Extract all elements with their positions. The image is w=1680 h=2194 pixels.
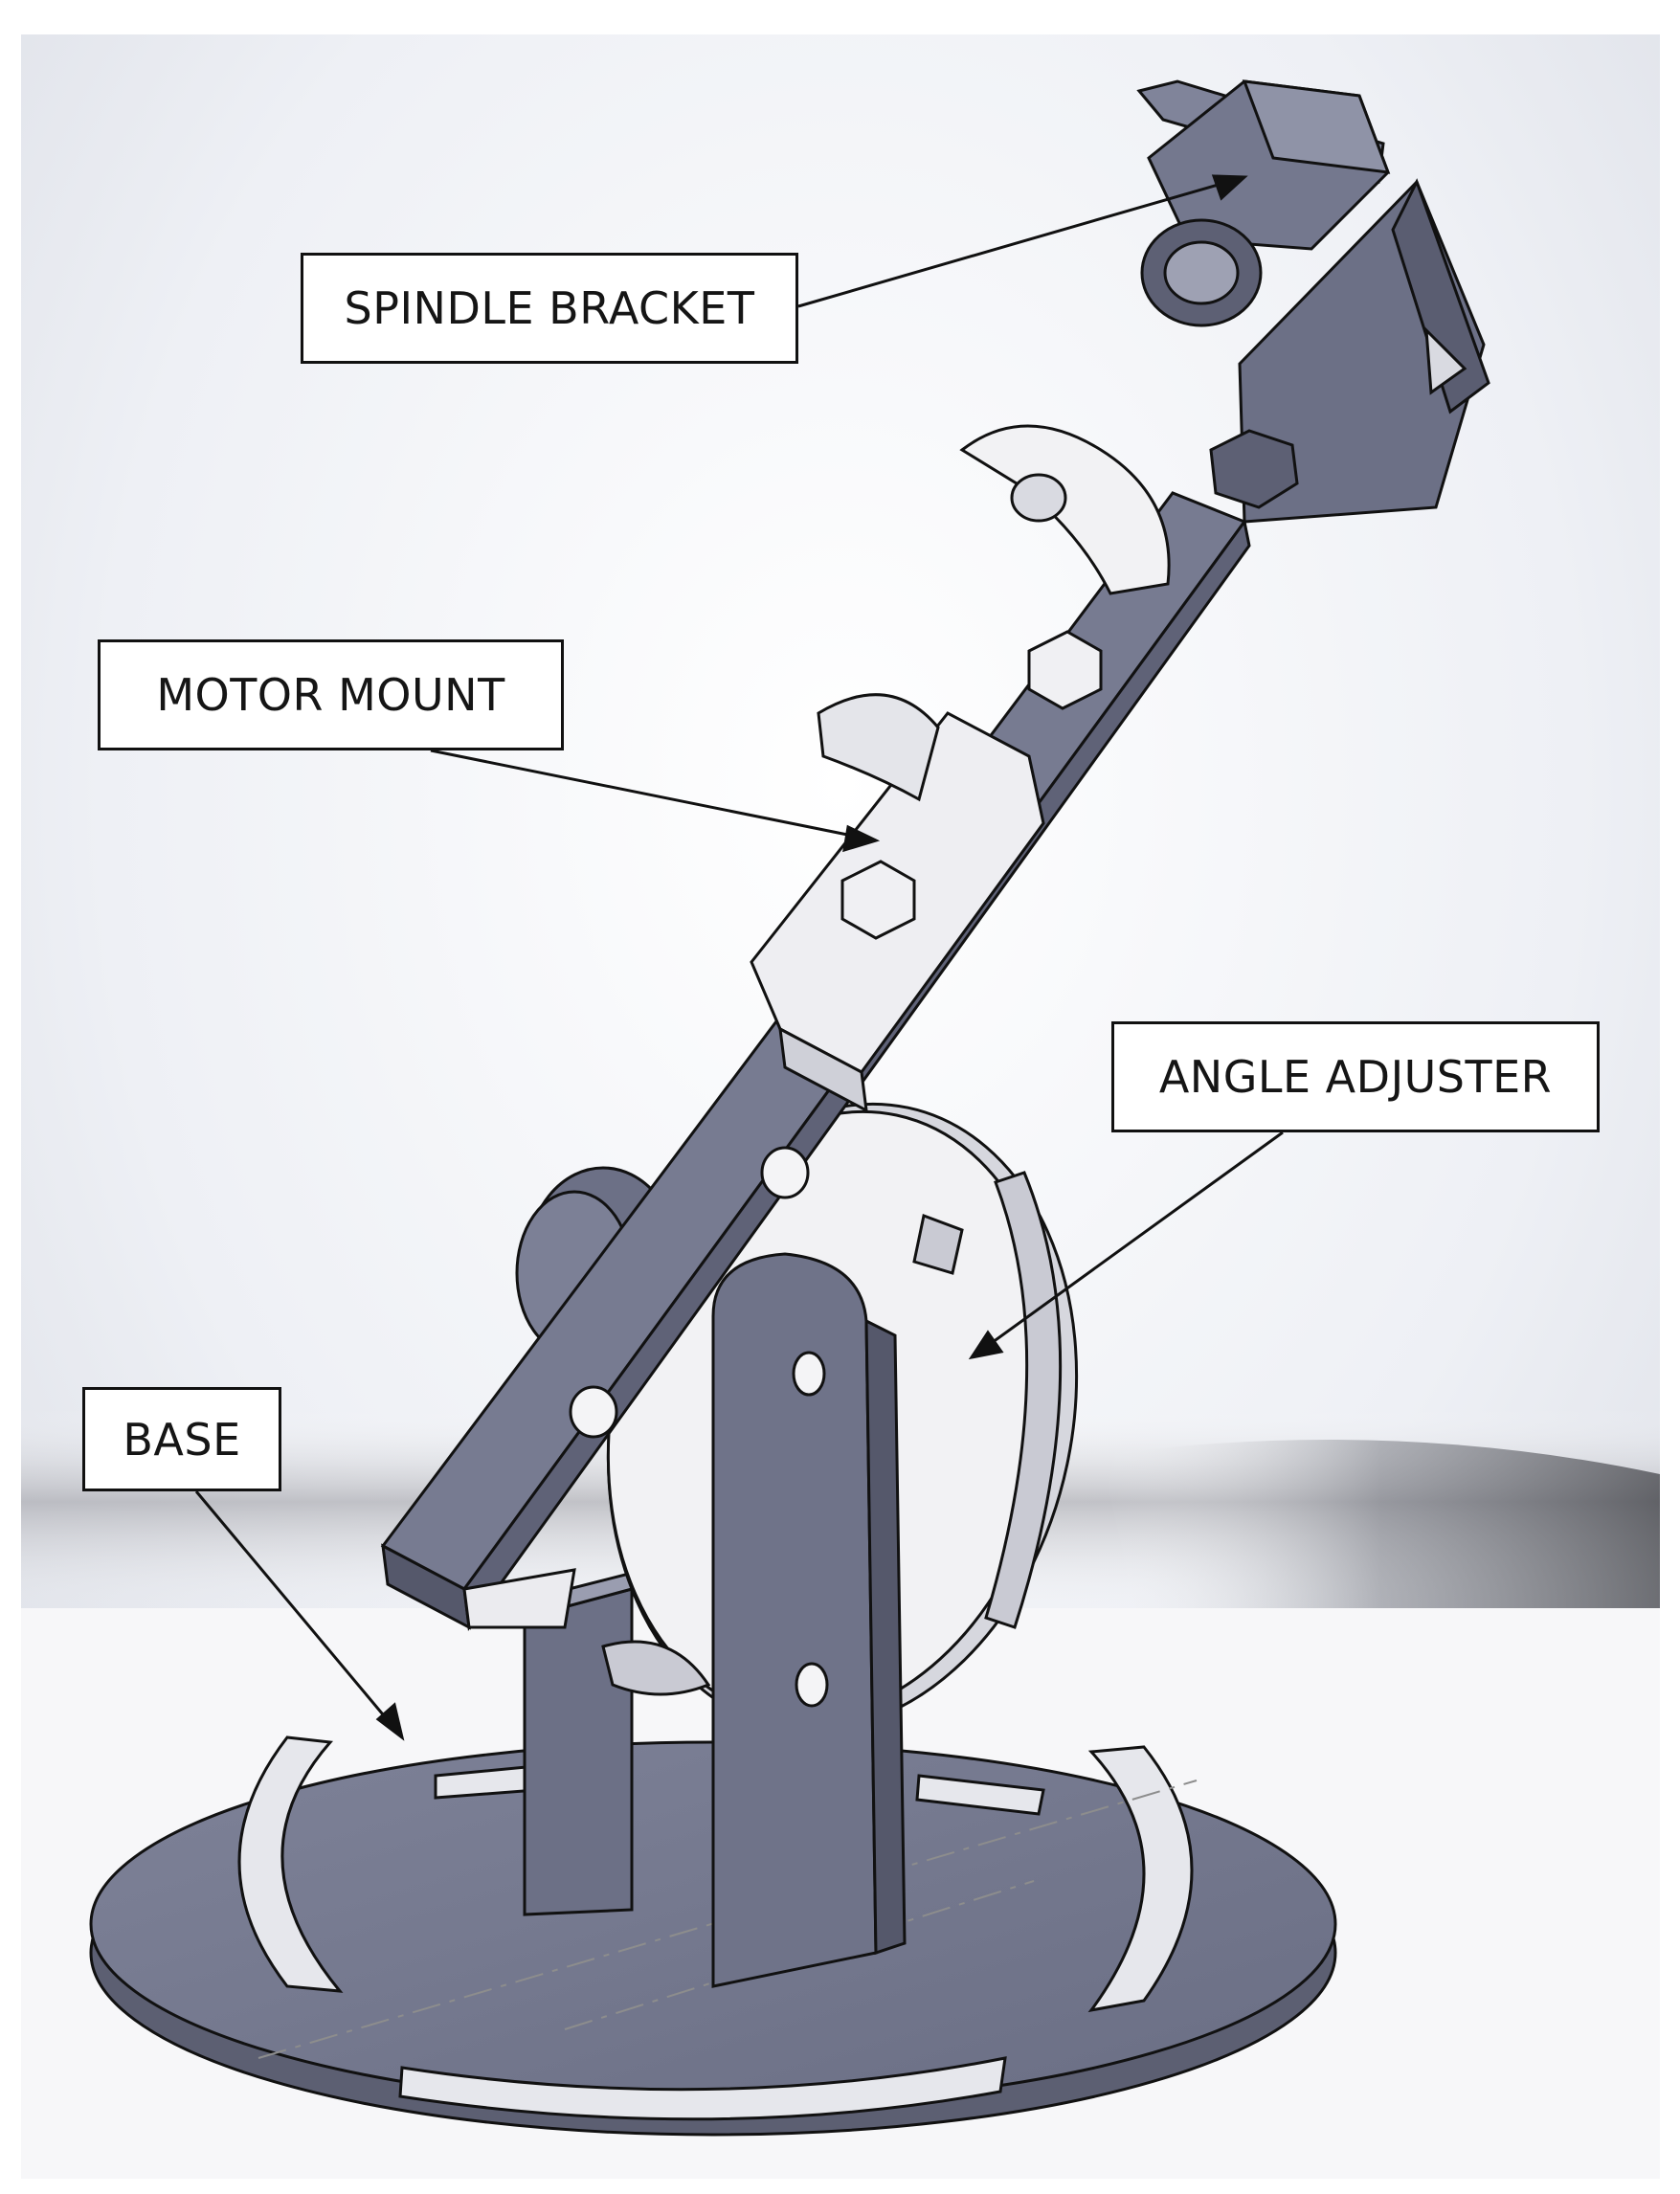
leader-base [194, 1490, 404, 1738]
upright-hole-top [792, 1351, 826, 1397]
label-angle-adjuster: ANGLE ADJUSTER [1111, 1021, 1600, 1132]
motor-mount [750, 424, 1171, 1113]
label-base: BASE [82, 1387, 281, 1491]
arrowhead-angle-adjuster [968, 1330, 1004, 1360]
leader-motor-mount [430, 749, 877, 842]
label-spindle-bracket: SPINDLE BRACKET [301, 253, 798, 364]
arrowhead-spindle-bracket [1211, 174, 1248, 201]
leader-angle-adjuster [971, 1131, 1284, 1359]
rear-upright [522, 1569, 639, 1916]
arrowhead-motor-mount [842, 824, 881, 853]
motor-mount-tab [817, 693, 940, 802]
arm-hole-upper [760, 1146, 810, 1199]
arrowhead-base [375, 1702, 405, 1741]
base-slot-right [1087, 1745, 1194, 2013]
front-upright [711, 1252, 907, 1988]
motor-mount-flange [959, 424, 1171, 595]
upright-hole-bottom [795, 1662, 829, 1708]
leader-spindle-bracket [797, 175, 1245, 308]
leader-lines [194, 174, 1284, 1741]
base-slot-top-right [915, 1774, 1045, 1816]
disc-arc-slot [984, 1171, 1063, 1629]
spindle-bracket-lower-nut [1209, 429, 1299, 509]
motor-mount-bolt-2 [1027, 630, 1103, 710]
spindle-bracket [1136, 79, 1490, 524]
base-slot-left [237, 1735, 344, 1993]
base-slot-bottom [398, 2056, 1007, 2121]
label-motor-mount: MOTOR MOUNT [98, 639, 564, 750]
motor-mount-bolt-1 [840, 860, 916, 940]
arm-hole-lower [569, 1385, 618, 1439]
